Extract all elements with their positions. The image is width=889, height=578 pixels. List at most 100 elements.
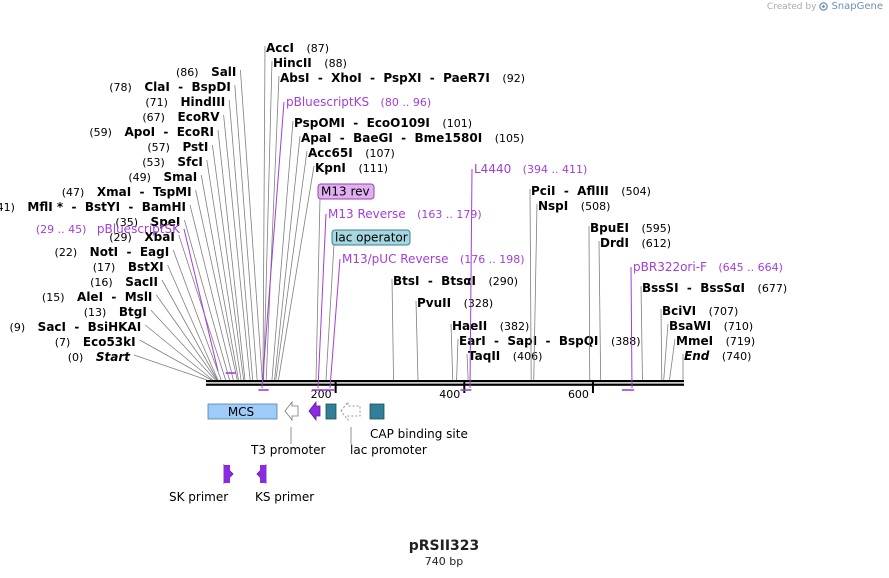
site-label-bstxi: (17) BstXI xyxy=(93,260,164,274)
site-position: (719) xyxy=(726,335,756,348)
leader-line-btgi xyxy=(150,309,216,381)
feature-m13-rev-arrow xyxy=(308,400,321,422)
primer-range: (29 .. 45) xyxy=(36,223,97,236)
leader-line-hindiii xyxy=(228,99,254,381)
primer-leader-m13-reverse xyxy=(317,213,327,389)
site-position: (29) xyxy=(109,231,132,244)
site-name: NotI - EagI xyxy=(77,245,169,259)
site-label-apai: ApaI - BaeGI - Bme1580I (105) xyxy=(301,131,524,145)
site-name: End xyxy=(684,349,722,363)
site-position: (35) xyxy=(115,216,138,229)
site-position: (612) xyxy=(641,237,671,250)
primer-name: pBR322ori-F xyxy=(633,260,718,274)
site-label-psti: (57) PstI xyxy=(147,140,208,154)
site-name: PspOMI - EcoO109I xyxy=(294,116,442,130)
leader-line-start xyxy=(133,354,208,381)
site-name: HincII xyxy=(273,56,324,70)
leader-line-apoi xyxy=(217,129,246,381)
site-name: EcoRV xyxy=(165,110,220,124)
site-position: (740) xyxy=(722,350,752,363)
site-name: HaeII xyxy=(452,319,500,333)
site-name: TaqII xyxy=(468,349,513,363)
leader-line-bcivi xyxy=(660,308,663,381)
site-label-nspi: NspI (508) xyxy=(538,199,610,213)
site-position: (67) xyxy=(142,111,165,124)
site-name: BtsI - BtsαI xyxy=(393,274,488,288)
site-label-bsssi: BssSI - BssSαI (677) xyxy=(642,281,787,295)
site-label-sali: (86) SalI xyxy=(176,65,236,79)
site-name: Eco53kI xyxy=(70,335,135,349)
site-position: (17) xyxy=(93,261,116,274)
site-position: (595) xyxy=(641,222,671,235)
feature-t3-promoter-arrow xyxy=(284,400,299,422)
feature-ks-primer-label: KS primer xyxy=(255,490,314,504)
leader-line-smai xyxy=(200,174,239,381)
site-label-xmai: (47) XmaI - TspMI xyxy=(62,185,192,199)
leader-line-sali xyxy=(240,69,263,381)
site-position: (71) xyxy=(145,96,168,109)
leader-line-kpni xyxy=(278,165,315,381)
site-position: (13) xyxy=(84,306,107,319)
primer-range: (80 .. 96) xyxy=(381,96,432,109)
site-name: SacI - BsiHKAI xyxy=(25,320,141,334)
site-label-pvuii: PvuII (328) xyxy=(417,296,493,310)
leader-line-acc65i xyxy=(275,150,308,381)
leader-line-apai xyxy=(274,135,301,381)
snapgene-brand-text: SnapGene xyxy=(831,1,883,12)
site-name: XbaI xyxy=(132,230,175,244)
site-label-pcii: PciI - AflIII (504) xyxy=(531,184,651,198)
primer-name: L4440 xyxy=(474,162,523,176)
leader-line-pcii xyxy=(529,188,532,381)
primer-leader-pbluescriptks xyxy=(261,101,285,389)
site-name: DrdI xyxy=(600,236,641,250)
leader-line-xmai xyxy=(195,189,238,381)
site-label-bpuei: BpuEI (595) xyxy=(590,221,671,235)
site-name: SpeI xyxy=(138,215,180,229)
site-position: (290) xyxy=(488,275,518,288)
site-position: (406) xyxy=(513,350,543,363)
site-name: PstI xyxy=(170,140,208,154)
site-name: XmaI - TspMI xyxy=(84,185,191,199)
site-name: KpnI xyxy=(315,161,358,175)
site-name: NspI xyxy=(538,199,581,213)
site-name: AccI xyxy=(266,41,307,55)
ruler-tick-label: 600 xyxy=(568,388,589,401)
primer-range: (163 .. 179) xyxy=(417,208,482,221)
box-leader-lac-operator xyxy=(325,243,335,381)
site-label-alei: (15) AleI - MslI xyxy=(42,290,152,304)
leader-line-spei xyxy=(184,219,230,381)
boxed-label-lac-operator: lac operator xyxy=(335,231,408,245)
leader-line-hincii xyxy=(263,60,273,381)
site-name: AleI - MslI xyxy=(65,290,153,304)
leader-line-bpuei xyxy=(588,225,591,381)
site-position: (15) xyxy=(42,291,65,304)
site-name: BssSI - BssSαI xyxy=(642,281,758,295)
primer-name: pBluescriptSK xyxy=(97,222,181,236)
site-name: SmaI xyxy=(151,170,197,184)
site-name: SalI xyxy=(199,65,237,79)
feature-cap-binding-site xyxy=(369,403,385,420)
site-position: (504) xyxy=(621,185,651,198)
site-label-eari: EarI - SapI - BspQI (388) xyxy=(459,334,641,348)
leader-line-bsawi xyxy=(663,323,669,381)
site-label-eco53ki: (7) Eco53kI xyxy=(55,335,136,349)
primer-label-pbluescriptks: pBluescriptKS (80 .. 96) xyxy=(286,95,431,109)
primer-leader-l4440 xyxy=(469,168,473,389)
site-name: BtgI xyxy=(106,305,146,319)
site-position: (107) xyxy=(365,147,395,160)
site-position: (382) xyxy=(500,320,530,333)
feature-lac-promoter-label: lac promoter xyxy=(350,443,427,457)
leader-line-eco53ki xyxy=(139,339,212,381)
plasmid-title-block: pRSII323 740 bp xyxy=(344,538,544,568)
site-label-mfli: (41) MflI * - BstYI - BamHI xyxy=(0,200,186,214)
site-position: (22) xyxy=(55,246,78,259)
site-label-noti: (22) NotI - EagI xyxy=(55,245,170,259)
site-label-end: End (740) xyxy=(684,349,751,363)
primer-name: M13/pUC Reverse xyxy=(342,252,460,266)
site-position: (87) xyxy=(307,42,330,55)
leader-line-bstxi xyxy=(167,264,219,381)
leader-line-mmei xyxy=(669,338,676,381)
leader-line-sfci xyxy=(206,159,242,381)
primer-leader-m13-puc-reverse xyxy=(329,258,341,389)
